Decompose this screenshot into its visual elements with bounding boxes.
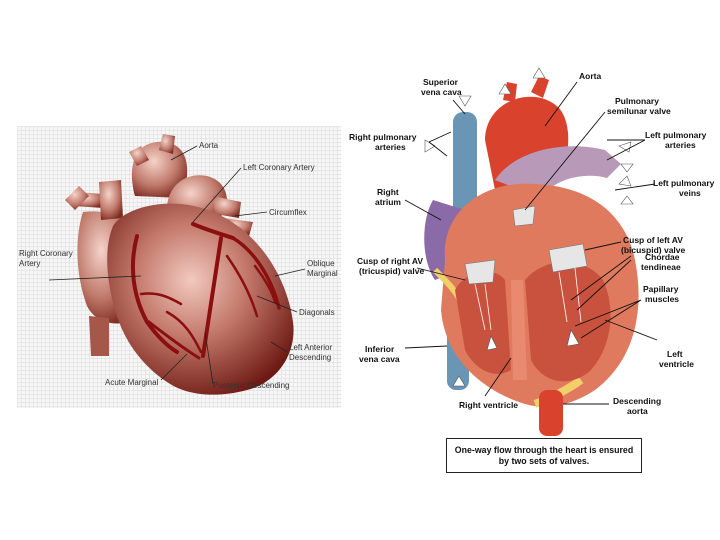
arrow-svc bbox=[459, 96, 471, 106]
tricuspid-valve bbox=[465, 260, 495, 284]
label-posterior-descending: Posterior Descending bbox=[213, 381, 289, 390]
coronary-heart-diagram: Aorta Left Coronary Artery Circumflex Ri… bbox=[17, 126, 341, 408]
label-rca-line2: Artery bbox=[19, 259, 40, 268]
arrow-lpv-2 bbox=[621, 196, 633, 204]
caption-text: One-way flow through the heart is ensure… bbox=[454, 445, 634, 467]
label-cusp-right-av: Cusp of right AV(tricuspid) valve bbox=[357, 256, 424, 276]
caption-box: One-way flow through the heart is ensure… bbox=[446, 438, 642, 473]
label-right-coronary-artery: Right Coronary Artery bbox=[19, 249, 75, 268]
arrow-lpa-2 bbox=[621, 164, 633, 172]
arrow-top-1 bbox=[533, 68, 545, 78]
inferior-vena-cava bbox=[89, 316, 109, 356]
label-right-ventricle: Right ventricle bbox=[459, 400, 518, 410]
label-left-anterior-descending: Left Anterior Descending bbox=[289, 343, 334, 362]
label-aorta: Aorta bbox=[199, 141, 219, 150]
label-oblique-marginal: Oblique Marginal bbox=[307, 259, 338, 278]
coronary-heart-illustration: Aorta Left Coronary Artery Circumflex Ri… bbox=[17, 126, 341, 408]
label-acute-marginal: Acute Marginal bbox=[105, 378, 159, 387]
label-circumflex: Circumflex bbox=[269, 208, 307, 217]
arrow-lpv-1 bbox=[619, 176, 631, 186]
label-diagonals: Diagonals bbox=[299, 308, 335, 317]
label-left-coronary-artery: Left Coronary Artery bbox=[243, 163, 315, 172]
label-rca-line1: Right Coronary bbox=[19, 249, 73, 258]
descending-aorta-shape bbox=[539, 390, 563, 436]
label-aorta-right: Aorta bbox=[579, 71, 601, 81]
superior-vena-cava bbox=[99, 180, 123, 220]
